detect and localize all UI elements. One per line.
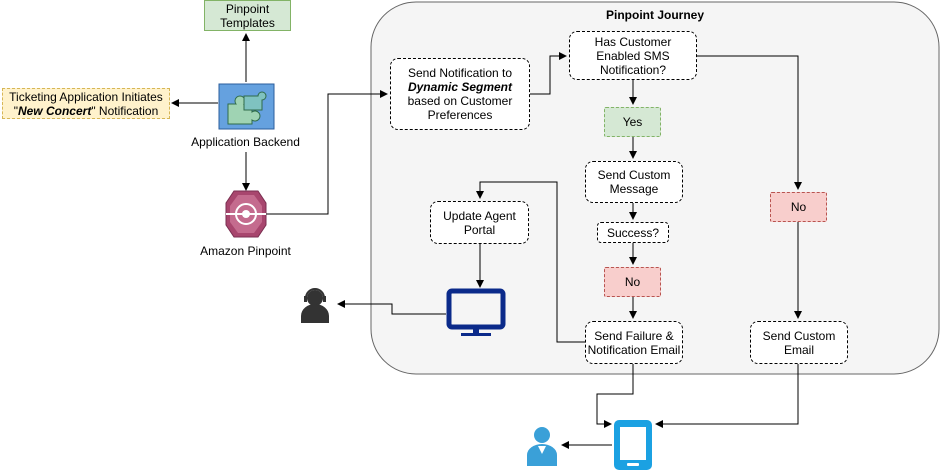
monitor-icon: [446, 288, 506, 336]
send-notif-line-3: based on Customer: [407, 94, 513, 108]
ticketing-line-1: Ticketing Application Initiates: [9, 89, 163, 104]
sms-enabled-question-node: Has Customer Enabled SMS Notification?: [569, 31, 697, 80]
sms-line-1: Has Customer: [594, 34, 672, 49]
edge-pinpoint-send: [264, 90, 388, 215]
send-notif-line-1: Send Notification to: [407, 66, 513, 80]
sms-no-node: No: [770, 192, 827, 222]
message-line-1: Send Custom: [597, 168, 671, 182]
edge-send-sms: [530, 52, 567, 95]
edge-failure-agent: [476, 181, 586, 343]
message-line-2: Message: [609, 182, 659, 196]
failure-email-node: Send Failure & Notification Email: [585, 321, 683, 364]
send-notification-node: Send Notification to Dynamic Segment bas…: [390, 58, 530, 130]
templates-line-1: Pinpoint: [225, 1, 270, 16]
send-custom-message-node: Send Custom Message: [585, 161, 683, 203]
update-agent-portal-node: Update Agent Portal: [430, 201, 529, 244]
ticketing-line-2: "New Concert" Notification: [13, 103, 159, 118]
edge-sms-no: [697, 55, 802, 190]
send-notif-line-4: Preferences: [427, 108, 493, 122]
backend-label: Application Backend: [191, 135, 300, 149]
agent-line-1: Update Agent: [443, 208, 516, 223]
success-no-node: No: [604, 267, 661, 297]
new-concert-emphasis: New Concert: [17, 103, 92, 118]
pinpoint-icon: [225, 190, 267, 238]
agent-icon: [301, 288, 329, 323]
agent-line-2: Portal: [463, 222, 496, 237]
email-line-1: Send Custom: [762, 328, 836, 343]
sms-line-2: Enabled SMS: [596, 48, 670, 63]
edge-failure-phone: [596, 364, 634, 428]
email-line-2: Email: [783, 342, 814, 357]
edge-email-phone: [655, 364, 799, 428]
journey-title: Pinpoint Journey: [606, 8, 705, 22]
yes-node: Yes: [604, 107, 661, 137]
phone-icon: [614, 420, 652, 470]
puzzle-backend-icon: [218, 83, 275, 130]
success-question-node: Success?: [597, 222, 669, 243]
user-icon: [527, 427, 557, 466]
custom-email-node: Send Custom Email: [750, 321, 848, 364]
failure-line-2: Notification Email: [587, 342, 681, 357]
pinpoint-label: Amazon Pinpoint: [200, 244, 291, 258]
edge-monitor-agentperson: [337, 300, 446, 315]
failure-line-1: Send Failure &: [594, 328, 674, 343]
sms-line-3: Notification?: [599, 62, 667, 77]
pinpoint-templates-node: Pinpoint Templates: [204, 0, 291, 31]
templates-line-2: Templates: [220, 15, 275, 30]
ticketing-app-node: Ticketing Application Initiates "New Con…: [2, 88, 170, 119]
dynamic-segment-emphasis: Dynamic Segment: [407, 80, 513, 94]
